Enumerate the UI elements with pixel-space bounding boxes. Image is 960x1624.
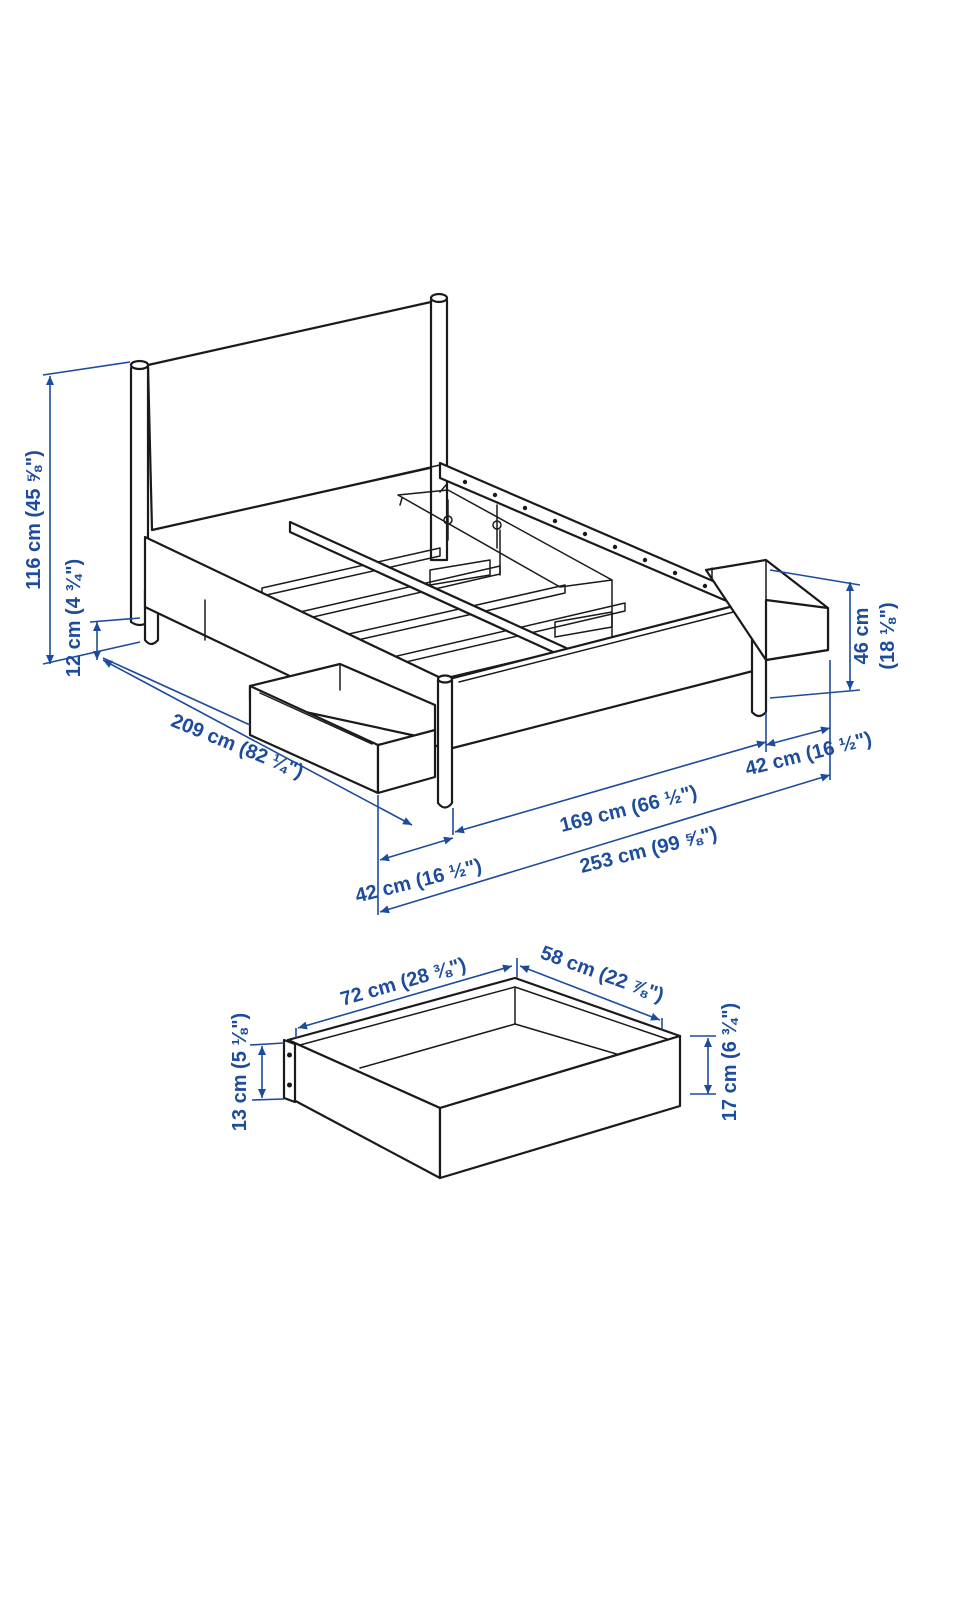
dimension-arrow	[93, 651, 101, 660]
dimension-arrow	[93, 622, 101, 631]
foot-post-left	[436, 678, 454, 809]
dim-line-clearance	[93, 622, 101, 660]
dimension-arrow	[704, 1038, 712, 1047]
label-frame-height-in: (18 ⅛")	[877, 602, 899, 669]
bed-illustration	[129, 292, 830, 809]
dimension-arrow	[846, 681, 854, 690]
dim-line-drawer-width	[519, 965, 661, 1021]
label-drawer-right: 42 cm (16 ½")	[743, 728, 874, 781]
dimension-arrow	[298, 1021, 308, 1030]
dim-line-drawer-left	[379, 836, 454, 862]
dimension-arrow	[103, 660, 113, 668]
dimension-arrow	[46, 655, 54, 664]
label-clearance: 12 cm (4 ¾")	[63, 559, 85, 677]
dimension-arrow	[820, 726, 830, 735]
dim-line-drawer-depth	[297, 964, 513, 1030]
dim-line-frame-height	[846, 582, 854, 690]
dimension-arrow	[756, 740, 766, 749]
dimension-lines	[42, 361, 861, 1101]
side-rail-back	[438, 461, 759, 616]
dim-line-drawer-inner-height	[258, 1046, 266, 1098]
dimension-arrow	[502, 964, 512, 973]
dimension-arrow	[520, 965, 530, 973]
dim-line-drawer-outer-height	[704, 1038, 712, 1094]
dim-line-drawer-right	[765, 726, 831, 747]
dimension-arrow	[258, 1046, 266, 1055]
dimension-arrow	[766, 738, 776, 747]
label-frame-height: 46 cm	[851, 608, 873, 665]
drawer-open-right	[704, 558, 830, 662]
dimension-arrow	[443, 836, 453, 845]
label-height-total: 116 cm (45 ⅝")	[23, 450, 45, 590]
dimension-arrow	[380, 905, 390, 914]
dimension-arrow	[380, 853, 390, 862]
drawer-front	[438, 1034, 682, 1180]
dimension-arrow	[455, 825, 465, 834]
label-drawer-inner-height: 13 cm (5 ⅛")	[229, 1013, 251, 1131]
label-drawer-outer-height: 17 cm (6 ¾")	[719, 1003, 741, 1121]
dim-line-height-total	[46, 376, 54, 664]
label-width: 169 cm (66 ½")	[558, 781, 700, 836]
dim-line-width	[454, 740, 767, 834]
dimension-arrow	[46, 376, 54, 385]
dimension-arrow	[402, 817, 412, 825]
dim-line-total-width	[379, 773, 831, 914]
drawer-illustration	[282, 976, 682, 1180]
dimension-arrow	[704, 1085, 712, 1094]
dimension-arrow	[258, 1089, 266, 1098]
dimension-arrow	[820, 773, 830, 782]
dim-line-length	[102, 659, 413, 826]
dimension-arrow	[650, 1013, 660, 1021]
drawer-open-left	[248, 662, 437, 795]
dimension-arrow	[846, 582, 854, 591]
